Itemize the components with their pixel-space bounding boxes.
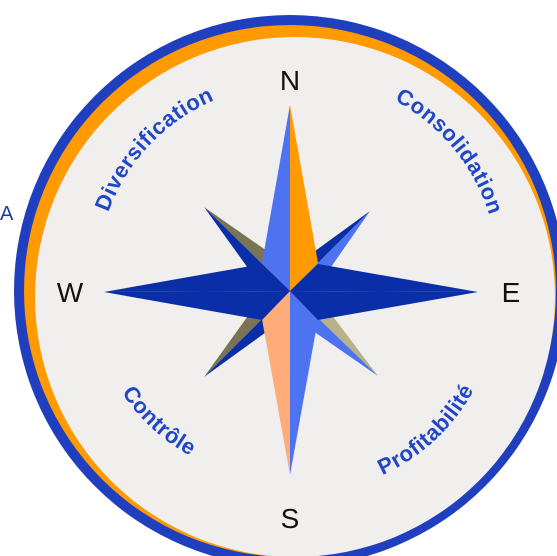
south-label: S [281,503,300,534]
east-label: E [502,277,521,308]
north-label: N [280,65,300,96]
west-label: W [57,277,84,308]
edge-letter-fragment: A [0,203,14,225]
